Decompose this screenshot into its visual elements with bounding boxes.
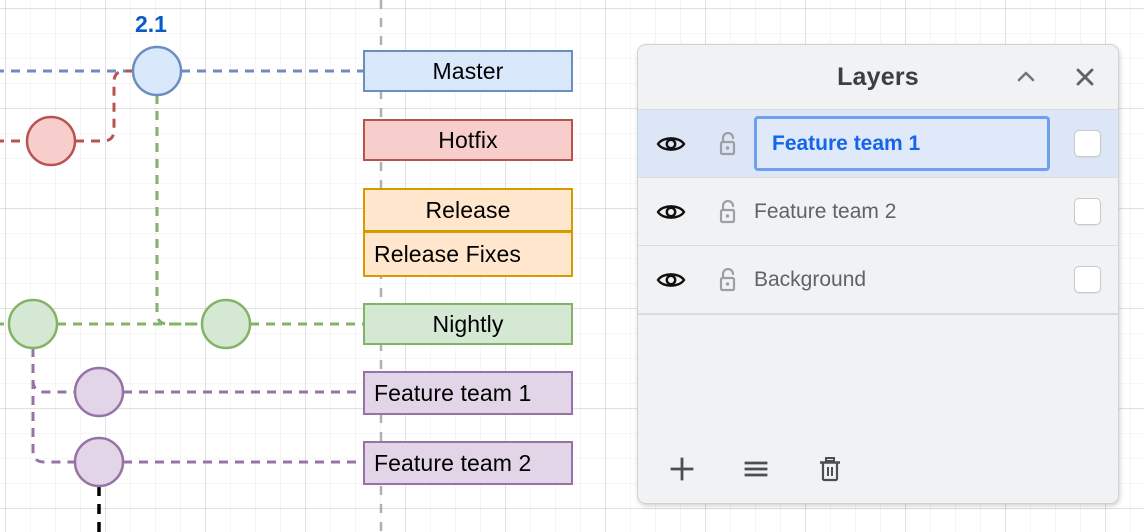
unlock-icon[interactable]: [702, 266, 754, 294]
hamburger-icon[interactable]: [734, 447, 778, 491]
branch-box-release-fixes[interactable]: Release Fixes: [363, 232, 573, 277]
plus-icon[interactable]: [660, 447, 704, 491]
close-icon[interactable]: [1068, 60, 1102, 94]
eye-icon[interactable]: [656, 133, 702, 155]
branch-box-hotfix[interactable]: Hotfix: [363, 119, 573, 161]
chevron-up-icon[interactable]: [1009, 60, 1043, 94]
layer-checkbox[interactable]: [1073, 130, 1101, 157]
layer-name-edit-cell[interactable]: [754, 116, 1056, 171]
feature1-branch-edge: [31, 348, 75, 394]
node-feature-team-1[interactable]: [73, 366, 125, 418]
layers-panel-titlebar: Layers: [638, 45, 1118, 110]
layer-checkbox-cell[interactable]: [1056, 198, 1118, 225]
layers-panel-toolbar: [638, 435, 1118, 503]
layers-list-empty-space: [638, 314, 1118, 315]
layer-checkbox[interactable]: [1073, 198, 1101, 225]
layer-row[interactable]: Feature team 2: [638, 178, 1118, 246]
node-master-2-1[interactable]: [131, 45, 183, 97]
node-nightly-right[interactable]: [200, 298, 252, 350]
layers-list: Feature team 2: [638, 110, 1118, 435]
layer-name-label: Background: [754, 267, 867, 291]
node-nightly-left[interactable]: [7, 298, 59, 350]
branch-box-release[interactable]: Release: [363, 188, 573, 232]
layer-checkbox[interactable]: [1073, 266, 1101, 293]
layer-name-input[interactable]: [754, 116, 1050, 171]
feature2-branch-edge: [31, 348, 75, 464]
layer-row[interactable]: [638, 110, 1118, 178]
node-hotfix[interactable]: [25, 115, 77, 167]
layer-row[interactable]: Background: [638, 246, 1118, 314]
layer-name-cell[interactable]: Feature team 2: [754, 200, 1056, 224]
layer-checkbox-cell[interactable]: [1056, 266, 1118, 293]
branch-box-feature-team-2[interactable]: Feature team 2: [363, 441, 573, 485]
layers-panel: Layers: [637, 44, 1119, 504]
unlock-icon[interactable]: [702, 130, 754, 158]
branch-box-nightly[interactable]: Nightly: [363, 303, 573, 345]
branch-box-master[interactable]: Master: [363, 50, 573, 92]
eye-icon[interactable]: [656, 201, 702, 223]
branch-box-feature-team-1[interactable]: Feature team 1: [363, 371, 573, 415]
layer-name-cell[interactable]: Background: [754, 268, 1056, 292]
layer-name-label: Feature team 2: [754, 199, 897, 223]
trash-icon[interactable]: [808, 447, 852, 491]
eye-icon[interactable]: [656, 269, 702, 291]
node-feature-team-2[interactable]: [73, 436, 125, 488]
unlock-icon[interactable]: [702, 198, 754, 226]
panel-title: Layers: [837, 62, 919, 91]
nightly-branch-edge: [155, 95, 202, 326]
node-version-label: 2.1: [135, 11, 167, 37]
layer-checkbox-cell[interactable]: [1056, 130, 1118, 157]
hotfix-edge: [0, 69, 136, 143]
